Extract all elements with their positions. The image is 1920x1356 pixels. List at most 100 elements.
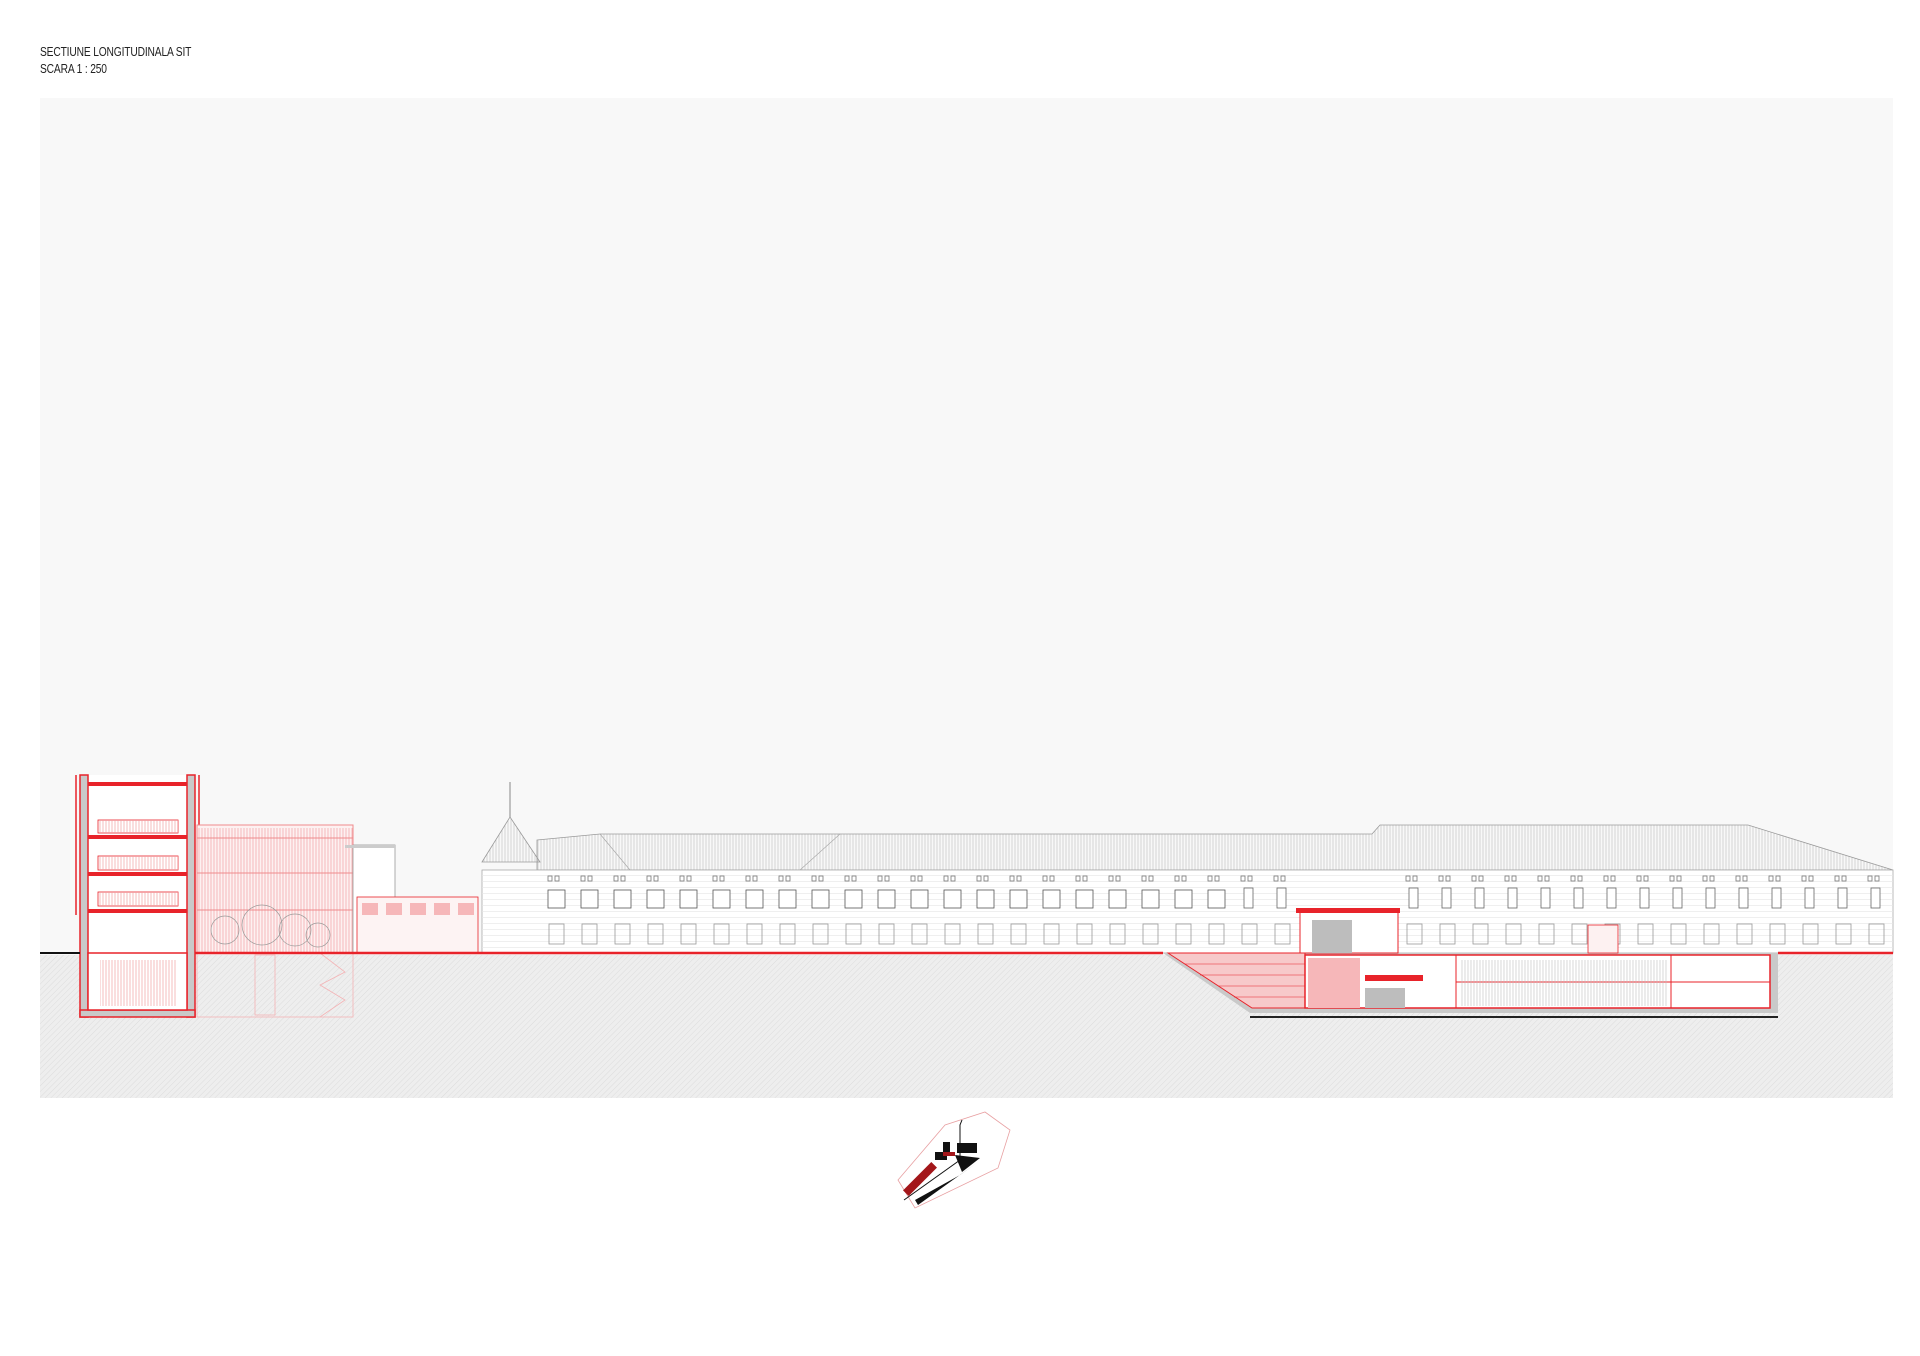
arched-window <box>910 889 929 909</box>
ground-floor-window <box>713 923 730 945</box>
underground-section <box>1163 908 1778 1018</box>
dormer-window <box>983 875 989 882</box>
arched-window <box>844 889 863 909</box>
dormer-window <box>851 875 857 882</box>
window <box>1837 887 1848 909</box>
dormer-window <box>1273 875 1279 882</box>
ground-floor-window <box>1208 923 1225 945</box>
arched-window <box>1207 889 1226 909</box>
arched-window <box>877 889 896 909</box>
dormer-window <box>811 875 817 882</box>
arched-window <box>1174 889 1193 909</box>
dormer-window <box>1009 875 1015 882</box>
window <box>1738 887 1749 909</box>
arched-window <box>1141 889 1160 909</box>
ground-floor-window <box>1571 923 1588 945</box>
ground-floor-window <box>878 923 895 945</box>
ground-floor-window <box>746 923 763 945</box>
arched-window <box>712 889 731 909</box>
ground-floor-window <box>1241 923 1258 945</box>
ground-floor-window <box>1076 923 1093 945</box>
dormer-window <box>1742 875 1748 882</box>
ground-floor-window <box>845 923 862 945</box>
dormer-window <box>1075 875 1081 882</box>
library-tower-section <box>75 774 200 1018</box>
dormer-window <box>1768 875 1774 882</box>
dormer-window <box>1801 875 1807 882</box>
window <box>1243 887 1254 909</box>
dormer-window <box>1511 875 1517 882</box>
trees <box>210 904 331 948</box>
dormer-window <box>719 875 725 882</box>
dormer-window <box>1570 875 1576 882</box>
ground-floor-window <box>1736 923 1753 945</box>
ground-floor-window <box>1406 923 1423 945</box>
arched-window <box>778 889 797 909</box>
drawing-scale: SCARA 1 : 250 <box>40 62 107 76</box>
arched-window <box>679 889 698 909</box>
ground-floor-window <box>1043 923 1060 945</box>
window <box>1507 887 1518 909</box>
dormer-window <box>1537 875 1543 882</box>
arched-window <box>1108 889 1127 909</box>
new-building-elevation <box>196 824 354 1018</box>
ground-floor-window <box>1637 923 1654 945</box>
dormer-window <box>613 875 619 882</box>
dormer-window <box>1405 875 1411 882</box>
ground-floor-window <box>614 923 631 945</box>
ground-floor-window <box>1274 923 1291 945</box>
arched-window <box>580 889 599 909</box>
dormer-window <box>1207 875 1213 882</box>
dormer-window <box>1577 875 1583 882</box>
dormer-window <box>1775 875 1781 882</box>
dormer-window <box>1280 875 1286 882</box>
dormer-window <box>653 875 659 882</box>
drawing-title-block: SECTIUNE LONGITUDINALA SIT SCARA 1 : 250 <box>40 44 191 78</box>
dormer-window <box>1108 875 1114 882</box>
dormer-window <box>554 875 560 882</box>
arched-window <box>547 889 566 909</box>
window <box>1408 887 1419 909</box>
dormer-window <box>1610 875 1616 882</box>
ground-floor-window <box>1505 923 1522 945</box>
ground-floor-window <box>977 923 994 945</box>
dormer-window <box>1874 875 1880 882</box>
dormer-window <box>1834 875 1840 882</box>
dormer-window <box>1115 875 1121 882</box>
dormer-window <box>943 875 949 882</box>
facade-windows <box>547 875 1885 945</box>
ground-floor-window <box>1703 923 1720 945</box>
dormer-window <box>1669 875 1675 882</box>
ground-floor-window <box>1010 923 1027 945</box>
window <box>1474 887 1485 909</box>
tower-roof <box>481 816 541 863</box>
ground-floor-window <box>581 923 598 945</box>
dormer-window <box>1643 875 1649 882</box>
dormer-window <box>752 875 758 882</box>
dormer-window <box>1735 875 1741 882</box>
dormer-window <box>1247 875 1253 882</box>
drawing-title: SECTIUNE LONGITUDINALA SIT <box>40 45 192 59</box>
window <box>1804 887 1815 909</box>
dormer-window <box>1603 875 1609 882</box>
window <box>1672 887 1683 909</box>
dormer-window <box>818 875 824 882</box>
window <box>1705 887 1716 909</box>
window <box>1771 887 1782 909</box>
dormer-window <box>1412 875 1418 882</box>
arched-window <box>1075 889 1094 909</box>
dormer-window <box>1544 875 1550 882</box>
window <box>1870 887 1881 909</box>
window <box>1606 887 1617 909</box>
dormer-window <box>1181 875 1187 882</box>
ground-floor-window <box>1670 923 1687 945</box>
ground-floor-window <box>1802 923 1819 945</box>
dormer-window <box>1148 875 1154 882</box>
dormer-window <box>910 875 916 882</box>
ground-floor-window <box>647 923 664 945</box>
window <box>1540 887 1551 909</box>
dormer-window <box>1438 875 1444 882</box>
ground-floor-window <box>1472 923 1489 945</box>
dormer-window <box>1636 875 1642 882</box>
